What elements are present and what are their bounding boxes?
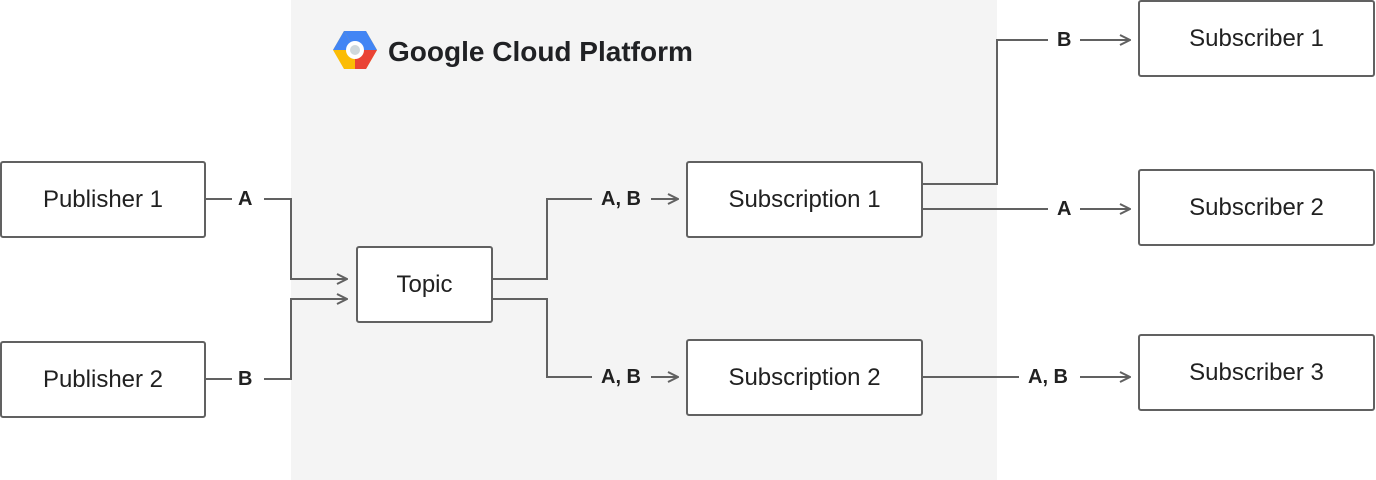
wire-publisher2-topic — [264, 299, 347, 380]
subscriber-1-box: Subscriber 1 — [1138, 0, 1375, 77]
subscription-1-box: Subscription 1 — [686, 161, 923, 238]
subscriber-1-message: B — [1057, 29, 1072, 51]
subscriber-3-message: A, B — [1028, 366, 1068, 388]
publisher-2-box: Publisher 2 — [0, 341, 206, 418]
publisher-2-label: Publisher 2 — [42, 365, 164, 393]
publisher-1-message: A — [238, 188, 253, 210]
wire-topic-subscription1 — [493, 198, 592, 280]
subscriber-3-label: Subscriber 3 — [1189, 358, 1324, 386]
wire-publisher1-topic — [264, 198, 347, 279]
subscriber-2-message: A — [1057, 198, 1072, 220]
subscription-1-label: Subscription 1 — [728, 185, 881, 213]
subscription-2-label: Subscription 2 — [728, 363, 881, 391]
topic-box: Topic — [356, 246, 493, 323]
subscriber-3-box: Subscriber 3 — [1138, 334, 1375, 411]
gcp-hexagon-icon — [333, 31, 377, 69]
subscriber-1-label: Subscriber 1 — [1189, 24, 1324, 52]
subscriber-2-label: Subscriber 2 — [1189, 193, 1324, 221]
wire-topic-subscription2 — [493, 298, 592, 378]
publisher-1-box: Publisher 1 — [0, 161, 206, 238]
subscription-1-message: A, B — [601, 188, 641, 210]
subscriber-2-box: Subscriber 2 — [1138, 169, 1375, 246]
platform-title: Google Cloud Platform — [388, 36, 693, 67]
publisher-2-message: B — [238, 368, 253, 390]
topic-label: Topic — [396, 270, 453, 298]
subscription-2-message: A, B — [601, 366, 641, 388]
subscription-2-box: Subscription 2 — [686, 339, 923, 416]
publisher-1-label: Publisher 1 — [42, 185, 164, 213]
wire-subscription1-subscriber1 — [923, 39, 1048, 185]
